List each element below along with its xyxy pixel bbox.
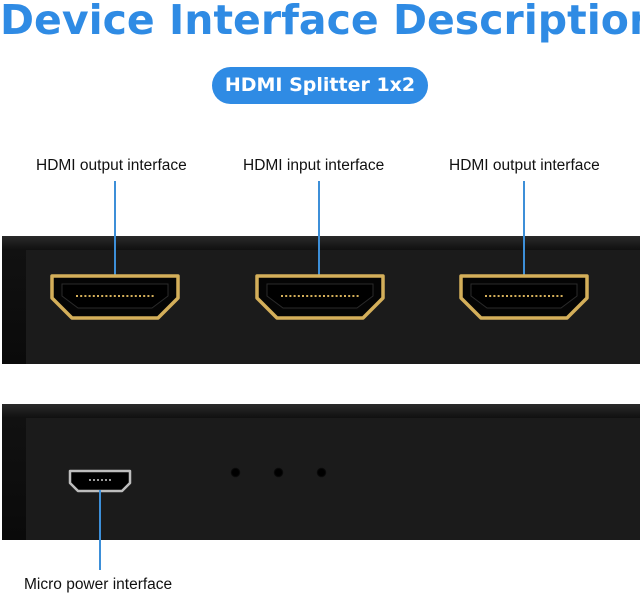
panel-top-edge	[2, 236, 640, 250]
leader-line-input	[318, 181, 320, 277]
product-badge: HDMI Splitter 1x2	[212, 67, 428, 104]
hdmi-port-icon	[50, 274, 180, 320]
label-right-hdmi-output: HDMI output interface	[449, 157, 600, 174]
leader-line-left-output	[114, 181, 116, 277]
micro-usb-port-icon	[68, 469, 132, 493]
hdmi-port-icon	[255, 274, 385, 320]
panel-top-edge	[2, 404, 640, 418]
hdmi-port-icon	[459, 274, 589, 320]
label-left-hdmi-output: HDMI output interface	[36, 157, 187, 174]
label-micro-power: Micro power interface	[24, 576, 173, 593]
label-hdmi-input: HDMI input interface	[243, 157, 385, 174]
led-indicator-icon	[316, 467, 327, 478]
page-title: Device Interface Description	[0, 0, 640, 44]
leader-line-power	[99, 490, 101, 570]
led-indicator-icon	[230, 467, 241, 478]
led-indicator-icon	[273, 467, 284, 478]
leader-line-right-output	[523, 181, 525, 277]
